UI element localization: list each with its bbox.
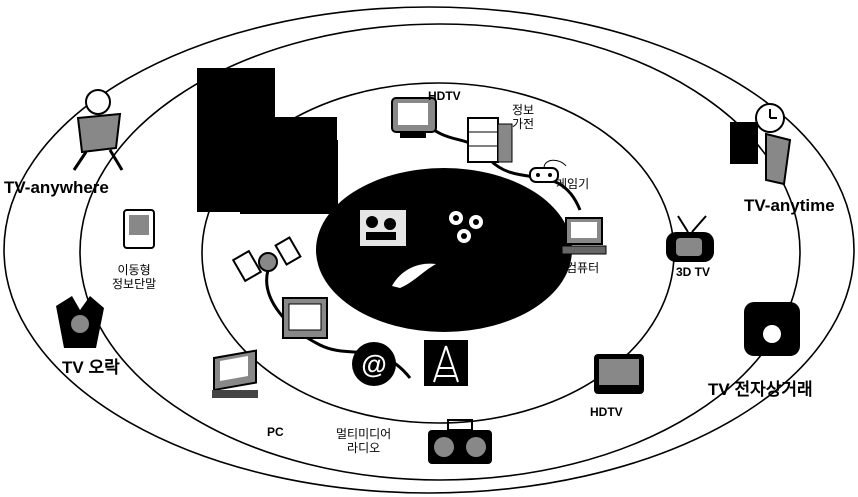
pc-icon (212, 351, 258, 398)
monitor-icon (283, 298, 327, 338)
block-step-3 (240, 140, 338, 214)
runner-figure-icon (74, 90, 122, 170)
svg-text:@: @ (361, 349, 386, 379)
email-icon: @ (352, 342, 396, 386)
tv-anywhere-label: TV-anywhere (4, 178, 109, 198)
multimedia-radio-label: 멀티미디어 라디오 (336, 428, 391, 456)
tv-anytime-label: TV-anytime (744, 196, 835, 216)
hdtv-top-label: HDTV (428, 90, 461, 104)
tv-entertainment-label: TV 오락 (62, 358, 120, 378)
core-icon-people (360, 210, 406, 246)
core-ellipse (316, 168, 572, 332)
game-console-label: 게임기 (556, 178, 589, 192)
computer-label: 컴퓨터 (566, 262, 599, 276)
info-appliance-icon (468, 118, 512, 162)
ring-box-icon (744, 302, 800, 356)
pc-label: PC (267, 426, 284, 440)
info-appliance-label: 정보 가전 (512, 104, 534, 132)
computer-icon (562, 218, 606, 254)
tv-3d-label: 3D TV (676, 266, 710, 280)
tower-icon (424, 340, 468, 386)
radio-icon (428, 420, 492, 464)
jester-figure-icon (56, 296, 104, 348)
clock-figure-icon (730, 104, 790, 184)
tv-ecommerce-label: TV 전자상거래 (708, 380, 813, 400)
tv-3d-icon (666, 216, 714, 262)
hdtv-bottom-label: HDTV (590, 406, 623, 420)
hdtv-bottom-icon (594, 354, 644, 394)
mobile-terminal-label: 이동형 정보단말 (112, 264, 156, 292)
pda-icon (124, 210, 154, 248)
hdtv-top-icon (392, 98, 436, 138)
